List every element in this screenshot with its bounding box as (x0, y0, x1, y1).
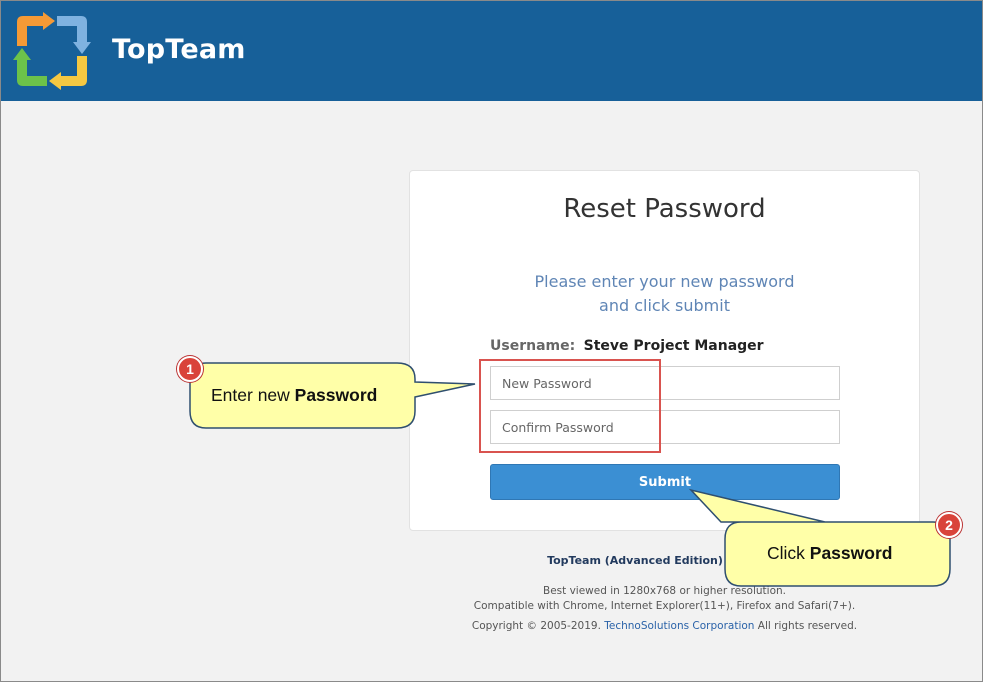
callout-1-bold: Password (294, 385, 378, 405)
callout-1-plain: Enter new (211, 385, 295, 405)
footer-copyright: Copyright © 2005-2019. TechnoSolutions C… (409, 620, 920, 632)
callout-2-bubble (688, 488, 951, 587)
username-row: Username: Steve Project Manager (490, 338, 764, 354)
company-link[interactable]: TechnoSolutions Corporation (604, 620, 755, 632)
callout-1-text: Enter new Password (211, 385, 377, 406)
callout-2-bold: Password (809, 543, 893, 563)
username-label: Username: (490, 338, 576, 354)
callout-2-badge: 2 (936, 512, 962, 538)
copyright-suffix: All rights reserved. (754, 620, 858, 632)
callout-2-text: Click Password (767, 543, 892, 564)
instruction-line-2: and click submit (599, 296, 730, 315)
new-password-input[interactable] (490, 366, 840, 400)
edition-label: TopTeam (Advanced Edition) (547, 554, 723, 567)
confirm-password-input[interactable] (490, 410, 840, 444)
callout-1-badge: 1 (177, 356, 203, 382)
callout-2-plain: Click (767, 543, 810, 563)
app-header: TopTeam (1, 1, 982, 101)
username-value: Steve Project Manager (583, 338, 764, 354)
topteam-logo-icon (13, 12, 91, 90)
instruction-text: Please enter your new password and click… (409, 270, 920, 318)
footer-compatibility-note: Compatible with Chrome, Internet Explore… (473, 600, 856, 612)
footer-resolution-note: Best viewed in 1280x768 or higher resolu… (542, 585, 786, 597)
password-fields-highlight (479, 359, 661, 453)
instruction-line-1: Please enter your new password (534, 272, 795, 291)
brand-name: TopTeam (112, 34, 246, 65)
submit-button[interactable]: Submit (490, 464, 840, 500)
copyright-prefix: Copyright © 2005-2019. (471, 620, 605, 632)
page-title: Reset Password (563, 194, 766, 224)
